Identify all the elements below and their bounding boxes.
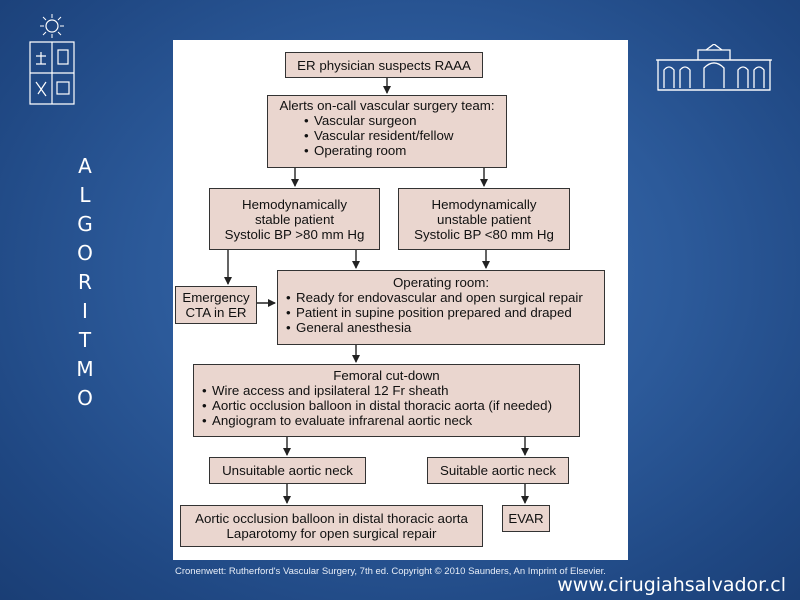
side-letter: L: [79, 183, 91, 207]
building-facade-icon: [656, 44, 772, 91]
box-alerts-team: Alerts on-call vascular surgery team: Va…: [267, 95, 507, 168]
flowchart-panel: ER physician suspects RAAA Alerts on-cal…: [173, 40, 628, 560]
side-letter: O: [77, 386, 93, 410]
box-title: Operating room:: [392, 275, 490, 290]
box-title: Unsuitable aortic neck: [222, 463, 353, 478]
box-evar: EVAR: [502, 505, 550, 532]
box-line: Systolic BP <80 mm Hg: [414, 226, 554, 242]
university-crest-icon: [29, 14, 75, 105]
side-letter: G: [77, 212, 93, 236]
box-line: Hemodynamically: [431, 196, 537, 212]
box-line: stable patient: [254, 211, 335, 227]
box-title: Femoral cut-down: [333, 368, 440, 383]
box-title: Suitable aortic neck: [439, 463, 557, 478]
list-item: Aortic occlusion balloon in distal thora…: [202, 398, 579, 413]
list-item: Patient in supine position prepared and …: [286, 305, 604, 320]
box-line: Hemodynamically: [242, 196, 347, 212]
side-letter: I: [82, 299, 88, 323]
side-title: A L G O R I T M O: [70, 152, 100, 413]
box-title: Alerts on-call vascular surgery team:: [279, 98, 495, 113]
source-credit: Cronenwett: Rutherford's Vascular Surger…: [175, 566, 606, 577]
box-femoral-cutdown: Femoral cut-down Wire access and ipsilat…: [193, 364, 580, 437]
box-open-repair: Aortic occlusion balloon in distal thora…: [180, 505, 483, 547]
box-title: ER physician suspects RAAA: [297, 57, 471, 73]
box-unstable-patient: Hemodynamically unstable patient Systoli…: [398, 188, 570, 250]
side-letter: A: [78, 154, 92, 178]
box-unsuitable-neck: Unsuitable aortic neck: [209, 457, 366, 484]
box-line: Laparotomy for open surgical repair: [226, 526, 437, 541]
box-line: Systolic BP >80 mm Hg: [224, 226, 365, 242]
list-item: General anesthesia: [286, 320, 604, 335]
list-item: Wire access and ipsilateral 12 Fr sheath: [202, 383, 579, 398]
box-line: Emergency: [182, 290, 250, 305]
list-item: Vascular surgeon: [304, 113, 506, 128]
box-line: CTA in ER: [185, 305, 247, 320]
side-letter: T: [78, 328, 92, 352]
box-title: EVAR: [508, 511, 544, 526]
box-stable-patient: Hemodynamically stable patient Systolic …: [209, 188, 380, 250]
list-item: Vascular resident/fellow: [304, 128, 506, 143]
box-er-suspects-raaa: ER physician suspects RAAA: [285, 52, 483, 78]
box-operating-room: Operating room: Ready for endovascular a…: [277, 270, 605, 345]
side-letter: R: [78, 270, 92, 294]
list-item: Operating room: [304, 143, 506, 158]
box-suitable-neck: Suitable aortic neck: [427, 457, 569, 484]
list-item: Ready for endovascular and open surgical…: [286, 290, 604, 305]
website-url: www.cirugiahsalvador.cl: [557, 574, 786, 596]
side-letter: O: [77, 241, 93, 265]
list-item: Angiogram to evaluate infrarenal aortic …: [202, 413, 579, 428]
box-emergency-cta: Emergency CTA in ER: [175, 286, 257, 324]
box-line: Aortic occlusion balloon in distal thora…: [195, 511, 468, 526]
box-line: unstable patient: [437, 211, 531, 227]
side-letter: M: [76, 357, 94, 381]
